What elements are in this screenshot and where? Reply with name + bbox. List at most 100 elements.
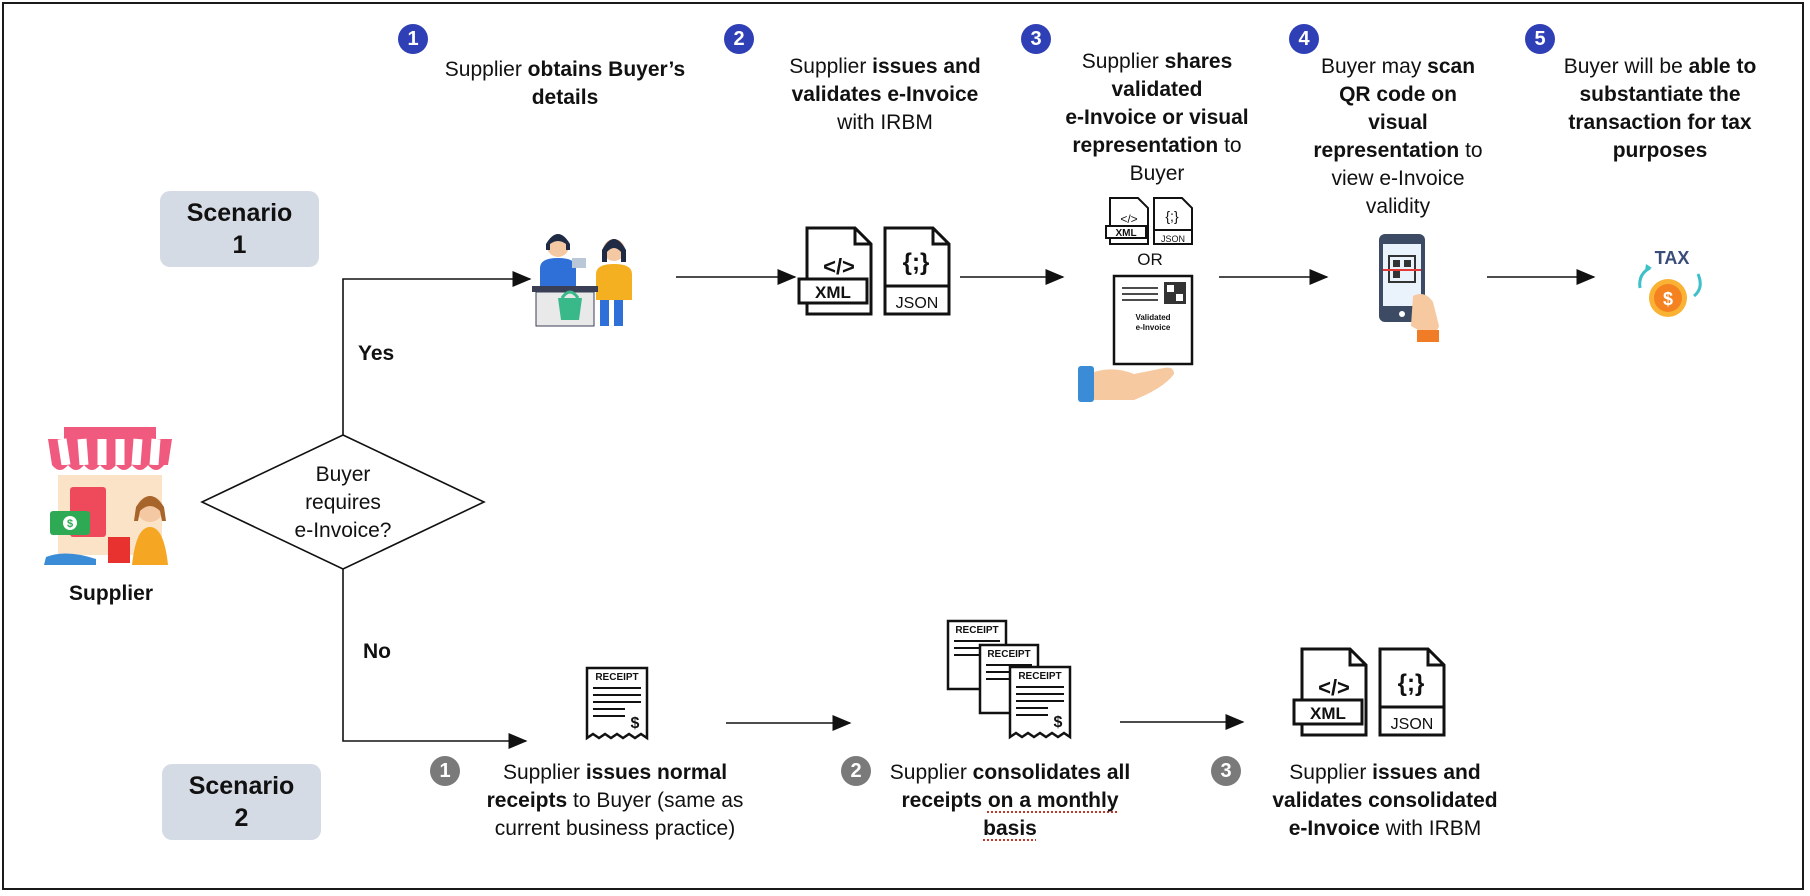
- caption-run: Supplier: [889, 761, 973, 784]
- caption-run: with IRBM: [1379, 817, 1482, 840]
- caption-run: scan: [1427, 55, 1476, 78]
- caption-run: substantiate the: [1579, 83, 1741, 106]
- s1-step-1-caption: Supplier obtains Buyer’s details: [420, 56, 710, 112]
- caption-run: Supplier: [502, 761, 586, 784]
- caption-run: visual: [1368, 111, 1428, 134]
- scenario-2-label: Scenario 2: [162, 764, 321, 840]
- shop-counter-icon: [532, 234, 632, 327]
- xml-label: XML: [815, 283, 851, 302]
- yes-connector: [342, 271, 532, 435]
- caption-run: Supplier: [1081, 50, 1165, 73]
- json-label: JSON: [896, 295, 939, 312]
- caption-run: representation: [1313, 139, 1460, 162]
- s2-step-1-caption: Supplier issues normal receipts to Buyer …: [470, 759, 760, 843]
- svg-text:RECEIPT: RECEIPT: [1018, 671, 1061, 682]
- decision-line1: Buyer: [315, 463, 371, 486]
- decision-line2: requires: [305, 491, 381, 514]
- caption-run: to Buyer (same as: [567, 789, 744, 812]
- caption-run: receipts: [486, 789, 568, 812]
- caption-run: Supplier: [444, 58, 528, 81]
- svg-text:{;}: {;}: [1165, 208, 1179, 224]
- s1-step-3-caption: Supplier shares validated e-Invoice or vis…: [1040, 48, 1274, 188]
- svg-text:RECEIPT: RECEIPT: [987, 649, 1030, 660]
- caption-run: validates consolidated: [1272, 789, 1498, 812]
- no-connector: [342, 569, 528, 749]
- scenario-1-label: Scenario 1: [160, 191, 319, 267]
- s1-step-2-number: 2: [724, 24, 754, 54]
- caption-run: able to: [1688, 55, 1757, 78]
- svg-text:{;}: {;}: [1398, 670, 1425, 697]
- consolidated-xml-json-icon: </> XML {;} JSON: [1292, 647, 1446, 737]
- caption-run: view e-Invoice: [1331, 167, 1465, 190]
- caption-run: shares: [1164, 50, 1233, 73]
- caption-run: representation: [1072, 134, 1219, 157]
- xml-json-files-icon: </> XML {;} JSON: [797, 226, 951, 316]
- s2-step-3-caption: Supplier issues and validates consolidate…: [1240, 759, 1530, 843]
- svg-text:</>: </>: [823, 254, 855, 279]
- s2-step-2-caption: Supplier consolidates all receipts on a m…: [870, 759, 1150, 843]
- caption-run: current business practice): [494, 817, 736, 840]
- s1-step-1-number: 1: [398, 24, 428, 54]
- svg-text:</>: </>: [1318, 675, 1350, 700]
- s1-step-5-number: 5: [1525, 24, 1555, 54]
- yes-label: Yes: [358, 342, 395, 365]
- stacked-receipts-icon: RECEIPT RECEIPT RECEIPT $: [946, 619, 1072, 740]
- caption-run: consolidates all: [972, 761, 1131, 784]
- scenario-2-label-line1: Scenario: [188, 772, 295, 800]
- s1-step-4-number: 4: [1289, 24, 1319, 54]
- svg-text:$: $: [67, 518, 73, 530]
- scenario-1-label-line2: 1: [232, 231, 247, 259]
- caption-run: validates e-Invoice: [791, 83, 979, 106]
- scenario-2-label-line2: 2: [234, 804, 249, 832]
- phone-qr-scan-icon: [1379, 234, 1439, 342]
- receipt-icon: RECEIPT $: [585, 666, 649, 741]
- svg-text:$: $: [1663, 289, 1673, 309]
- caption-run: details: [531, 86, 599, 109]
- caption-run: Supplier: [1289, 761, 1373, 784]
- s1-step-3-number: 3: [1021, 24, 1051, 54]
- caption-run: Supplier: [789, 55, 873, 78]
- caption-run: basis: [983, 817, 1037, 840]
- svg-text:{;}: {;}: [903, 249, 930, 276]
- scenario-1-label-line1: Scenario: [186, 199, 293, 227]
- caption-run: obtains Buyer’s: [527, 58, 686, 81]
- supplier-store-icon: $: [44, 427, 172, 565]
- caption-run: to: [1218, 134, 1242, 157]
- svg-text:XML: XML: [1115, 228, 1136, 239]
- svg-text:JSON: JSON: [1391, 716, 1434, 733]
- decision-text: Buyer requires e-Invoice?: [268, 461, 418, 545]
- caption-run: issues and: [1372, 761, 1481, 784]
- caption-run: on a monthly: [987, 789, 1119, 812]
- svg-text:e-Invoice: e-Invoice: [1136, 323, 1171, 332]
- svg-text:Validated: Validated: [1135, 313, 1170, 322]
- or-label: OR: [1137, 250, 1163, 269]
- caption-run: issues normal: [585, 761, 728, 784]
- decision-line3: e-Invoice?: [294, 519, 392, 542]
- svg-text:XML: XML: [1310, 704, 1346, 723]
- caption-run: issues and: [872, 55, 981, 78]
- caption-run: with IRBM: [837, 111, 933, 134]
- caption-run: transaction for tax: [1568, 111, 1752, 134]
- caption-run: purposes: [1612, 139, 1708, 162]
- tax-label: TAX: [1655, 248, 1690, 268]
- caption-run: receipts: [901, 789, 988, 812]
- svg-text:$: $: [631, 715, 640, 732]
- caption-run: QR code on: [1339, 83, 1457, 106]
- supplier-label: Supplier: [68, 582, 153, 605]
- s1-step-2-caption: Supplier issues and validates e-Invoice wi…: [760, 53, 1010, 137]
- no-label: No: [363, 640, 391, 663]
- caption-run: to: [1459, 139, 1483, 162]
- svg-text:RECEIPT: RECEIPT: [955, 625, 998, 636]
- svg-text:$: $: [1054, 714, 1063, 731]
- s2-step-3-number: 3: [1211, 756, 1241, 786]
- svg-text:RECEIPT: RECEIPT: [595, 672, 638, 683]
- caption-run: e-Invoice: [1288, 817, 1380, 840]
- caption-run: validity: [1365, 195, 1431, 218]
- caption-run: e-Invoice or visual: [1065, 106, 1249, 129]
- validated-invoice-hand-icon: Validated e-Invoice: [1078, 274, 1194, 402]
- s2-step-1-number: 1: [430, 756, 460, 786]
- caption-run: validated: [1111, 78, 1203, 101]
